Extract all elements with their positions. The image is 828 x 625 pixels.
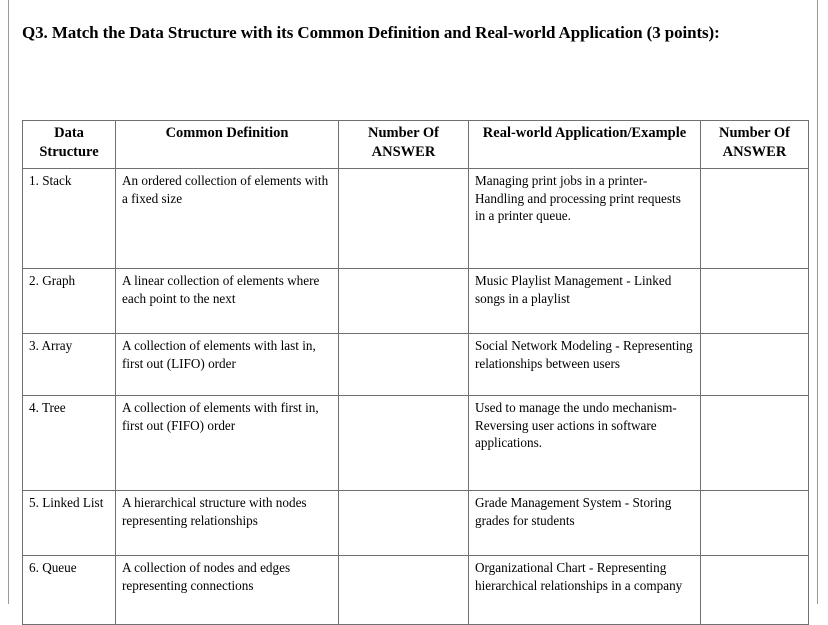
column-header-real-world-application: Real-world Application/Example xyxy=(468,120,701,169)
page-title: Q3. Match the Data Structure with its Co… xyxy=(22,23,720,42)
cell-answer-field-definition[interactable] xyxy=(338,395,469,491)
cell-real-world-application: Managing print jobs in a printer- Handli… xyxy=(468,168,701,269)
cell-answer-field-definition[interactable] xyxy=(338,555,469,625)
document-page: Q3. Match the Data Structure with its Co… xyxy=(8,0,818,625)
cell-common-definition: An ordered collection of elements with a… xyxy=(115,168,339,269)
column-header-number-of-answer-1: Number Of ANSWER xyxy=(338,120,469,169)
column-header-common-definition: Common Definition xyxy=(115,120,339,169)
cell-data-structure: 3. Array xyxy=(22,333,116,396)
cell-data-structure: 6. Queue xyxy=(22,555,116,625)
table-row: 2. Graph A linear collection of elements… xyxy=(22,268,809,334)
cell-real-world-application: Organizational Chart - Representing hier… xyxy=(468,555,701,625)
column-header-number-of-answer-2: Number Of ANSWER xyxy=(700,120,809,169)
cell-real-world-application: Used to manage the undo mechanism- Rever… xyxy=(468,395,701,491)
table-header-row: Data Structure Common Definition Number … xyxy=(22,120,809,169)
cell-data-structure: 4. Tree xyxy=(22,395,116,491)
cell-data-structure: 1. Stack xyxy=(22,168,116,269)
table-row: 3. Array A collection of elements with l… xyxy=(22,333,809,396)
cell-common-definition: A collection of nodes and edges represen… xyxy=(115,555,339,625)
cell-answer-field-application[interactable] xyxy=(700,333,809,396)
cell-answer-field-application[interactable] xyxy=(700,555,809,625)
table-body: 1. Stack An ordered collection of elemen… xyxy=(22,168,809,625)
cell-common-definition: A linear collection of elements where ea… xyxy=(115,268,339,334)
table-row: 1. Stack An ordered collection of elemen… xyxy=(22,168,809,269)
cell-data-structure: 2. Graph xyxy=(22,268,116,334)
page-right-edge xyxy=(817,0,818,604)
page-left-edge xyxy=(8,0,9,604)
cell-answer-field-application[interactable] xyxy=(700,490,809,556)
cell-answer-field-definition[interactable] xyxy=(338,168,469,269)
cell-common-definition: A collection of elements with first in, … xyxy=(115,395,339,491)
table-row: 4. Tree A collection of elements with fi… xyxy=(22,395,809,491)
cell-common-definition: A hierarchical structure with nodes repr… xyxy=(115,490,339,556)
cell-real-world-application: Social Network Modeling - Representing r… xyxy=(468,333,701,396)
cell-common-definition: A collection of elements with last in, f… xyxy=(115,333,339,396)
cell-answer-field-application[interactable] xyxy=(700,268,809,334)
cell-answer-field-definition[interactable] xyxy=(338,490,469,556)
matching-table: Data Structure Common Definition Number … xyxy=(22,120,809,625)
table-row: 5. Linked List A hierarchical structure … xyxy=(22,490,809,556)
cell-answer-field-definition[interactable] xyxy=(338,333,469,396)
cell-answer-field-application[interactable] xyxy=(700,168,809,269)
cell-data-structure: 5. Linked List xyxy=(22,490,116,556)
cell-real-world-application: Music Playlist Management - Linked songs… xyxy=(468,268,701,334)
column-header-data-structure: Data Structure xyxy=(22,120,116,169)
table-header: Data Structure Common Definition Number … xyxy=(22,120,809,169)
cell-real-world-application: Grade Management System - Storing grades… xyxy=(468,490,701,556)
cell-answer-field-definition[interactable] xyxy=(338,268,469,334)
cell-answer-field-application[interactable] xyxy=(700,395,809,491)
table-row: 6. Queue A collection of nodes and edges… xyxy=(22,555,809,625)
